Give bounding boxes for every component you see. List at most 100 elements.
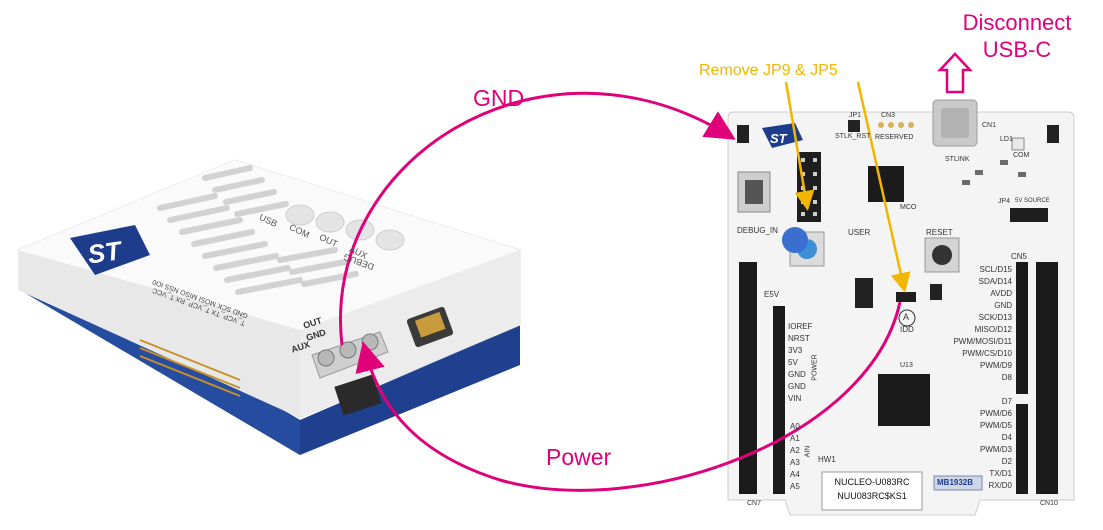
pin-mosi-d11: PWM/MOSI/D11 bbox=[953, 337, 1012, 346]
pin-vin: VIN bbox=[788, 394, 802, 403]
silk-reserved: RESERVED bbox=[875, 134, 914, 141]
board-label-sticker bbox=[821, 471, 923, 511]
silk-cn1: CN1 bbox=[982, 122, 997, 129]
pin-avdd: AVDD bbox=[990, 289, 1012, 298]
pin-a2: A2 bbox=[790, 446, 800, 455]
silk-cn3: CN3 bbox=[881, 112, 896, 119]
pin-d7: D7 bbox=[1001, 397, 1012, 406]
gnd-arrow bbox=[339, 91, 736, 346]
right-pin-labels-lower: D7 PWM/D6 PWM/D5 D4 PWM/D3 D2 TX/D1 RX/D… bbox=[938, 396, 1012, 492]
board-name-sticker: NUCLEO-U083RC NUU083RC$KS1 bbox=[826, 475, 918, 503]
pin-5v: 5V bbox=[788, 358, 798, 367]
silk-jp4: JP4 bbox=[998, 198, 1011, 205]
silk-idd: IDD bbox=[900, 325, 914, 334]
pin-d9: PWM/D9 bbox=[980, 361, 1012, 370]
silk-stlink: STLINK bbox=[945, 156, 970, 163]
jp-top-left bbox=[737, 125, 749, 143]
jp1-header bbox=[848, 120, 860, 132]
silk-ld1: LD1 bbox=[1000, 136, 1013, 143]
silk-hw1: HW1 bbox=[818, 455, 836, 464]
jp4-header bbox=[1010, 208, 1048, 222]
silk-user: USER bbox=[848, 228, 871, 237]
silk-com: COM bbox=[1013, 152, 1030, 159]
board-part-number: NUU083RC$KS1 bbox=[837, 491, 907, 501]
pin-3v3: 3V3 bbox=[788, 346, 803, 355]
right-pin-labels: SCL/D15 SDA/D14 AVDD GND SCK/D13 MISO/D1… bbox=[938, 264, 1012, 384]
pin-a1: A1 bbox=[790, 434, 800, 443]
pin-scl-d15: SCL/D15 bbox=[979, 265, 1012, 274]
silk-mco: MCO bbox=[900, 204, 917, 211]
silk-ammeter: A bbox=[903, 312, 910, 322]
analog-pin-labels: A0 A1 A2 A3 A4 A5 bbox=[790, 421, 800, 493]
pin-d4: D4 bbox=[1001, 433, 1012, 442]
silk-debug-in: DEBUG_IN bbox=[737, 226, 778, 235]
pin-a5: A5 bbox=[790, 482, 800, 491]
probe-port-holes bbox=[285, 204, 405, 251]
disconnect-arrow-icon bbox=[937, 52, 973, 94]
cn10-header bbox=[1036, 262, 1058, 494]
pin-nrst: NRST bbox=[788, 334, 810, 343]
svg-text:ST: ST bbox=[770, 131, 788, 146]
pin-gnd-r: GND bbox=[994, 301, 1012, 310]
pin-cs-d10: PWM/CS/D10 bbox=[962, 349, 1012, 358]
silk-stlk-rst: STLK_RST bbox=[835, 133, 871, 140]
cn3-header bbox=[878, 122, 914, 128]
ammeter-symbol bbox=[898, 309, 916, 327]
power-arrow bbox=[355, 301, 902, 492]
pin-sck-d13: SCK/D13 bbox=[978, 313, 1012, 322]
silk-jp1: JP1 bbox=[849, 112, 862, 119]
board-name: NUCLEO-U083RC bbox=[834, 477, 910, 487]
pin-d1: TX/D1 bbox=[989, 469, 1012, 478]
pin-miso-d12: MISO/D12 bbox=[974, 325, 1012, 334]
stlink-power-probe: ST bbox=[16, 159, 521, 455]
silk-cn5: CN5 bbox=[1011, 252, 1028, 261]
pin-gnd-2: GND bbox=[788, 382, 806, 391]
power-annotation: Power bbox=[546, 444, 612, 470]
silk-power-vertical: POWER bbox=[811, 354, 819, 381]
gnd-annotation: GND bbox=[473, 85, 525, 111]
pin-d0: RX/D0 bbox=[988, 481, 1012, 490]
probe-pin-header bbox=[139, 339, 241, 397]
cn9-header bbox=[1016, 404, 1028, 494]
disconnect-line1: Disconnect bbox=[962, 10, 1072, 35]
silk-ain-vertical: AIN bbox=[804, 445, 812, 458]
cn6-header bbox=[773, 306, 785, 494]
cn7-header bbox=[739, 262, 757, 494]
pin-a4: A4 bbox=[790, 470, 800, 479]
pin-d3: PWM/D3 bbox=[980, 445, 1012, 454]
silk-e5v: E5V bbox=[764, 290, 780, 299]
cn5-header bbox=[1016, 262, 1028, 394]
pin-d5: PWM/D5 bbox=[980, 421, 1012, 430]
jp9-pointer bbox=[784, 81, 815, 211]
probe-blue-base bbox=[20, 255, 520, 455]
probe-usb-port bbox=[334, 374, 382, 416]
pin-a3: A3 bbox=[790, 458, 800, 467]
pin-a0: A0 bbox=[790, 422, 800, 431]
silk-cn10: CN10 bbox=[1040, 500, 1058, 507]
disconnect-line2: USB-C bbox=[982, 37, 1052, 62]
silk-5v-source: 5V SOURCE bbox=[1015, 198, 1050, 204]
st-logo-probe: ST bbox=[70, 225, 150, 275]
jp-top-right bbox=[1047, 125, 1059, 143]
probe-vents bbox=[157, 165, 359, 295]
disconnect-usbc-annotation: Disconnect USB-C bbox=[952, 9, 1082, 63]
remove-jumpers-annotation: Remove JP9 & JP5 bbox=[699, 62, 838, 79]
jp5-pointer bbox=[856, 81, 911, 293]
pin-sda-d14: SDA/D14 bbox=[978, 277, 1012, 286]
idd-jumper-jp5 bbox=[896, 292, 916, 302]
svg-text:ST: ST bbox=[86, 235, 125, 270]
pin-gnd-1: GND bbox=[788, 370, 806, 379]
main-mcu-u13 bbox=[878, 374, 930, 426]
pin-d2: D2 bbox=[1001, 457, 1012, 466]
pin-d6: PWM/D6 bbox=[980, 409, 1012, 418]
nucleo-board: ST bbox=[727, 99, 1075, 516]
pin-d8: D8 bbox=[1001, 373, 1012, 382]
stm32-logo bbox=[782, 227, 808, 253]
silk-u13: U13 bbox=[900, 362, 913, 369]
stlink-mcu-u1 bbox=[868, 166, 904, 202]
pin-ioref: IOREF bbox=[788, 322, 813, 331]
pcb-id: MB1932B bbox=[937, 478, 974, 487]
silk-cn7: CN7 bbox=[747, 500, 762, 507]
left-pin-labels: IOREF NRST 3V3 5V GND GND VIN bbox=[788, 321, 812, 405]
